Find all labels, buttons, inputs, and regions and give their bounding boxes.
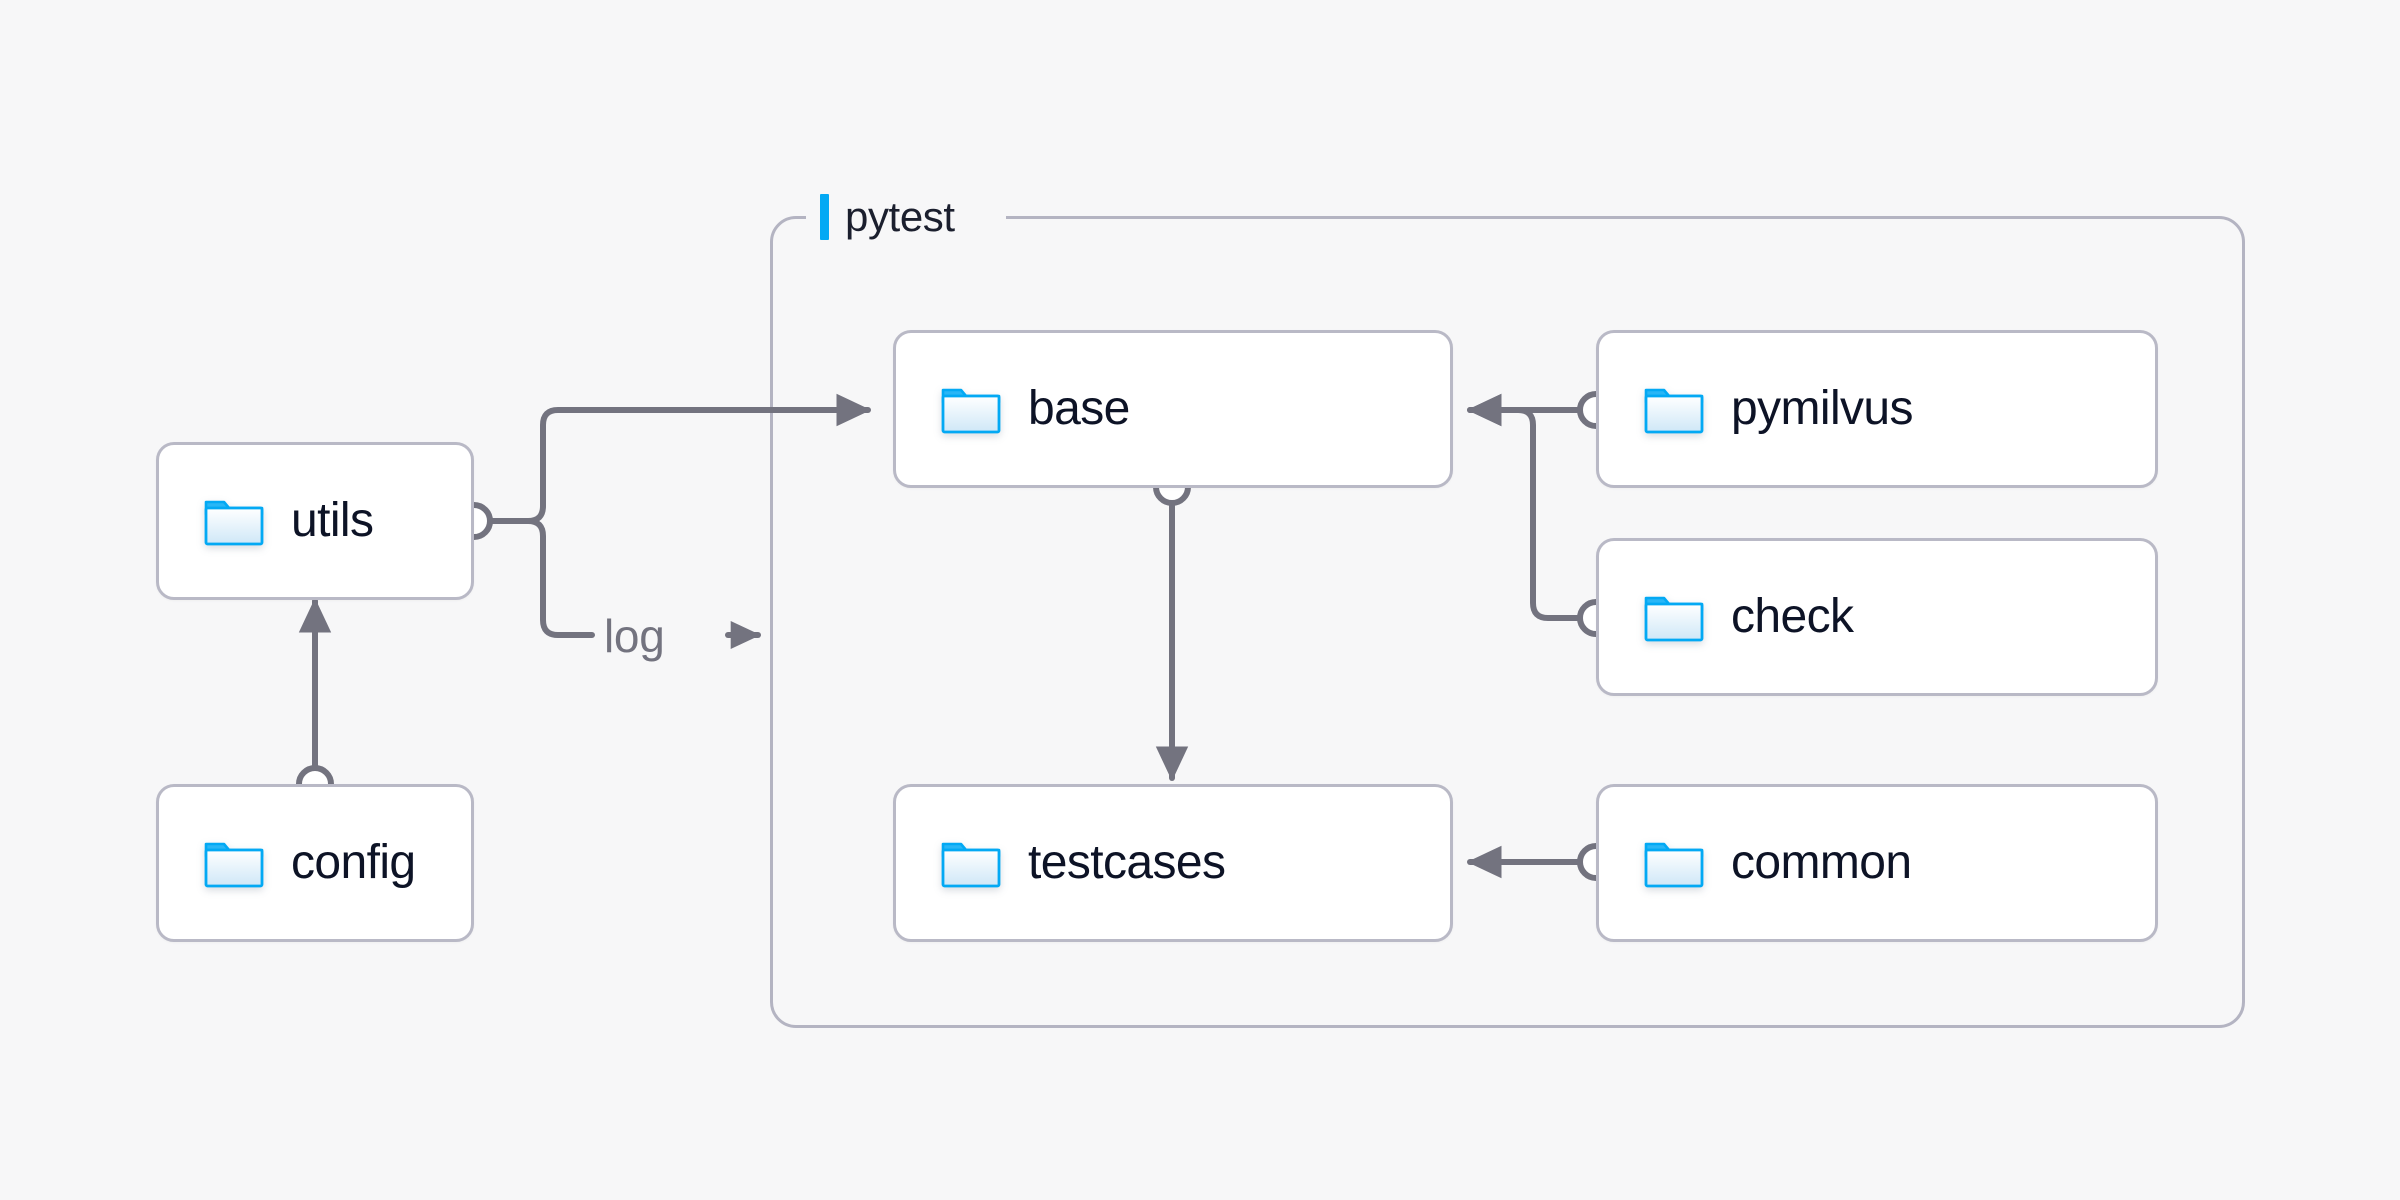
- node-label-testcases: testcases: [1028, 836, 1226, 889]
- node-label-base: base: [1028, 382, 1130, 435]
- group-container-pytest[interactable]: [770, 216, 2245, 1028]
- folder-icon: [941, 842, 1001, 888]
- node-label-config: config: [291, 836, 416, 889]
- node-check[interactable]: check: [1596, 538, 2158, 696]
- node-testcases[interactable]: testcases: [893, 784, 1453, 942]
- node-label-utils: utils: [291, 494, 374, 547]
- node-common[interactable]: common: [1596, 784, 2158, 942]
- node-utils[interactable]: utils: [156, 442, 474, 600]
- group-title-pytest[interactable]: pytest: [820, 186, 955, 248]
- edge-config-to-utils: [296, 598, 334, 803]
- node-label-check: check: [1731, 590, 1854, 643]
- folder-icon: [1644, 842, 1704, 888]
- edge-label-log: log: [604, 610, 665, 662]
- node-base[interactable]: base: [893, 330, 1453, 488]
- node-config[interactable]: config: [156, 784, 474, 942]
- folder-icon: [941, 388, 1001, 434]
- edge-utils-to-log: log: [487, 518, 761, 662]
- node-label-common: common: [1731, 836, 1912, 889]
- folder-icon: [204, 500, 264, 546]
- accent-bar-icon: [820, 194, 829, 240]
- node-pymilvus[interactable]: pymilvus: [1596, 330, 2158, 488]
- folder-icon: [1644, 388, 1704, 434]
- node-label-pymilvus: pymilvus: [1731, 382, 1914, 435]
- group-title-mask: [806, 196, 1006, 240]
- group-title-label: pytest: [845, 193, 955, 240]
- folder-icon: [1644, 596, 1704, 642]
- folder-icon: [204, 842, 264, 888]
